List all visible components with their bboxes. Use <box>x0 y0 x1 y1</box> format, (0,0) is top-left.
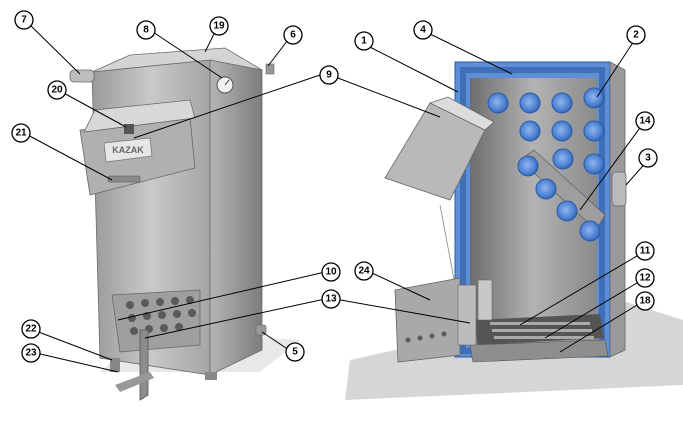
heat-exchanger-tubes <box>487 87 605 242</box>
svg-text:20: 20 <box>51 85 63 96</box>
svg-text:2: 2 <box>633 30 639 41</box>
open-ash-door <box>394 277 461 363</box>
callout-1: 1 <box>354 31 374 51</box>
svg-text:10: 10 <box>325 267 337 278</box>
boiler-cutaway <box>345 61 683 400</box>
svg-text:1: 1 <box>361 36 367 47</box>
callout-20: 20 <box>47 80 67 100</box>
svg-text:4: 4 <box>420 25 426 36</box>
callout-13: 13 <box>321 289 341 309</box>
svg-text:5: 5 <box>292 347 298 358</box>
ash-tray <box>469 339 609 363</box>
callout-21: 21 <box>11 123 31 143</box>
svg-text:11: 11 <box>640 246 651 257</box>
svg-text:13: 13 <box>325 294 337 305</box>
svg-text:19: 19 <box>213 21 225 32</box>
callout-19: 19 <box>209 16 229 36</box>
boiler-exterior: KAZAK <box>69 47 300 401</box>
callout-3: 3 <box>638 148 658 168</box>
svg-text:8: 8 <box>143 25 149 36</box>
svg-text:14: 14 <box>639 116 651 127</box>
ash-door-frame <box>457 284 477 346</box>
svg-text:3: 3 <box>645 153 651 164</box>
svg-text:6: 6 <box>290 30 296 41</box>
ash-door-leaf <box>139 329 149 401</box>
callout-9: 9 <box>319 65 339 85</box>
leader-lines <box>23 22 649 373</box>
door-handle <box>107 175 141 183</box>
ash-door <box>111 289 201 353</box>
svg-text:24: 24 <box>358 266 370 277</box>
door-latch <box>124 124 134 134</box>
callout-22: 22 <box>21 319 41 339</box>
boiler-side-panel <box>209 59 263 376</box>
flue-pipe <box>69 69 95 83</box>
callout-8: 8 <box>136 20 156 40</box>
logo-text: KAZAK <box>112 145 144 155</box>
svg-text:9: 9 <box>326 70 332 81</box>
callout-5: 5 <box>285 342 305 362</box>
boiler-top <box>91 47 263 73</box>
side-outlet-pipe <box>611 171 627 207</box>
svg-text:12: 12 <box>639 273 651 284</box>
callout-7: 7 <box>14 10 34 30</box>
casing-side <box>609 61 626 358</box>
callout-24: 24 <box>354 261 374 281</box>
callout-14: 14 <box>635 111 655 131</box>
callout-18: 18 <box>635 291 655 311</box>
callout-6: 6 <box>283 25 303 45</box>
svg-text:22: 22 <box>25 324 37 335</box>
callout-2: 2 <box>626 25 646 45</box>
svg-text:23: 23 <box>25 348 37 359</box>
logo-plate <box>103 137 153 163</box>
svg-text:7: 7 <box>21 15 27 26</box>
callout-10: 10 <box>321 262 341 282</box>
poker-lever <box>115 372 154 392</box>
svg-text:18: 18 <box>639 296 651 307</box>
callout-4: 4 <box>413 20 433 40</box>
callout-11: 11 <box>635 241 655 261</box>
callout-23: 23 <box>21 343 41 363</box>
loading-door-flap <box>83 99 196 133</box>
callout-12: 12 <box>635 268 655 288</box>
svg-text:21: 21 <box>15 128 27 139</box>
